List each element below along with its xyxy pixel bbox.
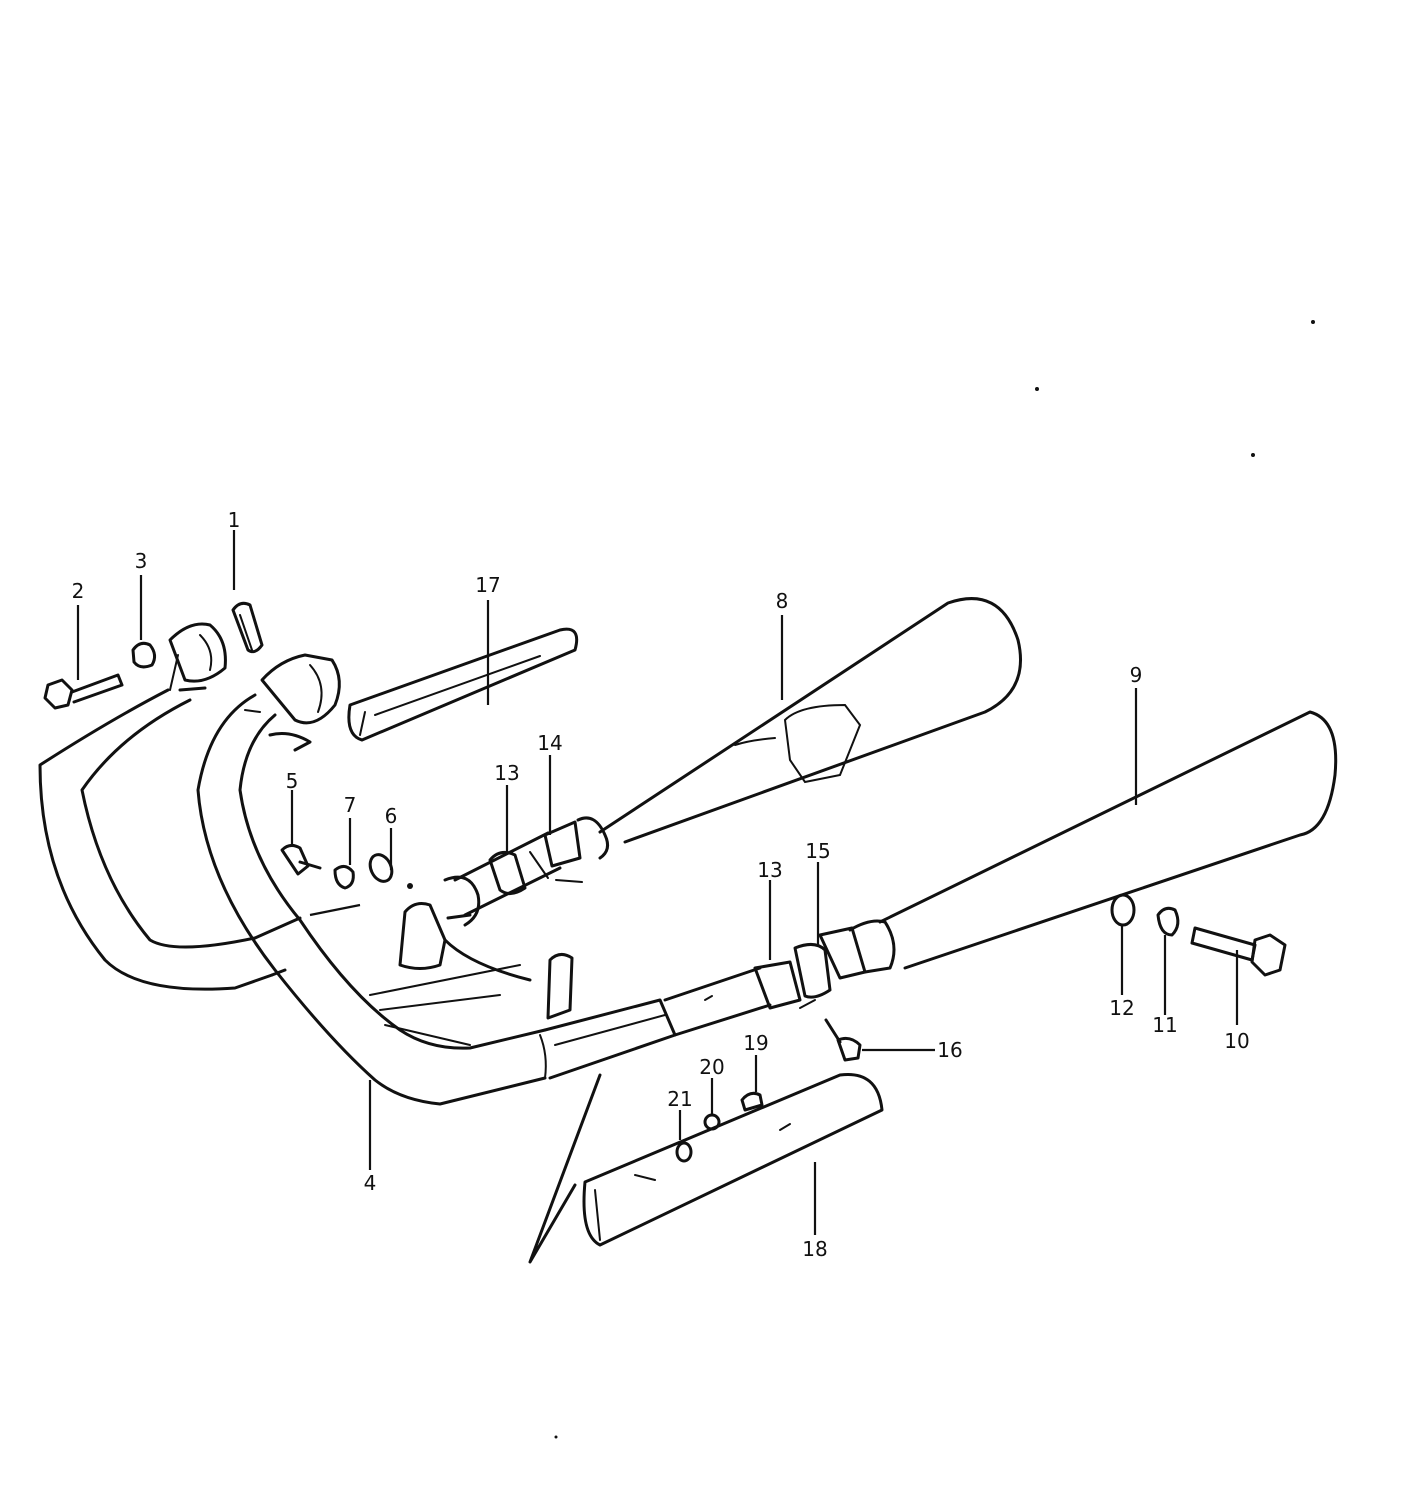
washer-part-21 xyxy=(675,1141,693,1163)
label-part-1: 1 xyxy=(228,508,241,532)
washer-part-6 xyxy=(368,853,413,889)
bolt-part-16 xyxy=(824,1018,862,1062)
label-part-19: 19 xyxy=(743,1031,768,1055)
leader-lines xyxy=(76,530,1239,1235)
muffler-upper xyxy=(543,597,1023,868)
label-part-5: 5 xyxy=(286,769,299,793)
nut-part-7 xyxy=(333,865,355,890)
washer-part-12 xyxy=(1110,893,1136,927)
nut-part-3 xyxy=(131,641,157,669)
stud-part-5 xyxy=(280,843,322,876)
heat-protector-lower xyxy=(582,1072,884,1247)
label-part-20: 20 xyxy=(699,1055,724,1079)
callout-labels: 1 2 3 4 5 7 6 8 9 10 11 12 13 14 13 15 1… xyxy=(72,508,1250,1261)
screw-part-19 xyxy=(740,1091,764,1112)
label-part-17: 17 xyxy=(475,573,500,597)
label-part-2: 2 xyxy=(72,579,85,603)
label-part-4: 4 xyxy=(364,1171,377,1195)
label-part-10: 10 xyxy=(1224,1029,1249,1053)
label-part-7: 7 xyxy=(344,793,357,817)
exhaust-flange-left xyxy=(168,622,227,692)
label-part-14: 14 xyxy=(537,731,562,755)
label-part-6: 6 xyxy=(385,804,398,828)
exhaust-flange-right xyxy=(244,653,341,752)
label-part-15: 15 xyxy=(805,839,830,863)
lock-washer-part-11 xyxy=(1156,906,1180,937)
bolt-part-10 xyxy=(1190,926,1287,977)
label-part-16: 16 xyxy=(937,1038,962,1062)
label-part-21: 21 xyxy=(667,1087,692,1111)
exhaust-header-pipes xyxy=(38,688,677,1264)
connector-pipe-upper xyxy=(443,831,583,927)
label-part-13-lower: 13 xyxy=(757,858,782,882)
label-part-11: 11 xyxy=(1152,1013,1177,1037)
heat-protector-upper xyxy=(347,627,579,742)
label-part-8: 8 xyxy=(776,589,789,613)
label-part-3: 3 xyxy=(135,549,148,573)
scan-specks xyxy=(554,320,1315,1439)
label-part-12: 12 xyxy=(1109,996,1134,1020)
muffler-lower xyxy=(818,710,1338,980)
nut-part-20 xyxy=(703,1113,721,1131)
bolt-part-2 xyxy=(43,673,124,710)
label-part-13-upper: 13 xyxy=(494,761,519,785)
label-part-18: 18 xyxy=(802,1237,827,1261)
connector-pipe-lower xyxy=(663,943,832,1037)
exhaust-gasket xyxy=(231,601,264,654)
label-part-9: 9 xyxy=(1130,663,1143,687)
